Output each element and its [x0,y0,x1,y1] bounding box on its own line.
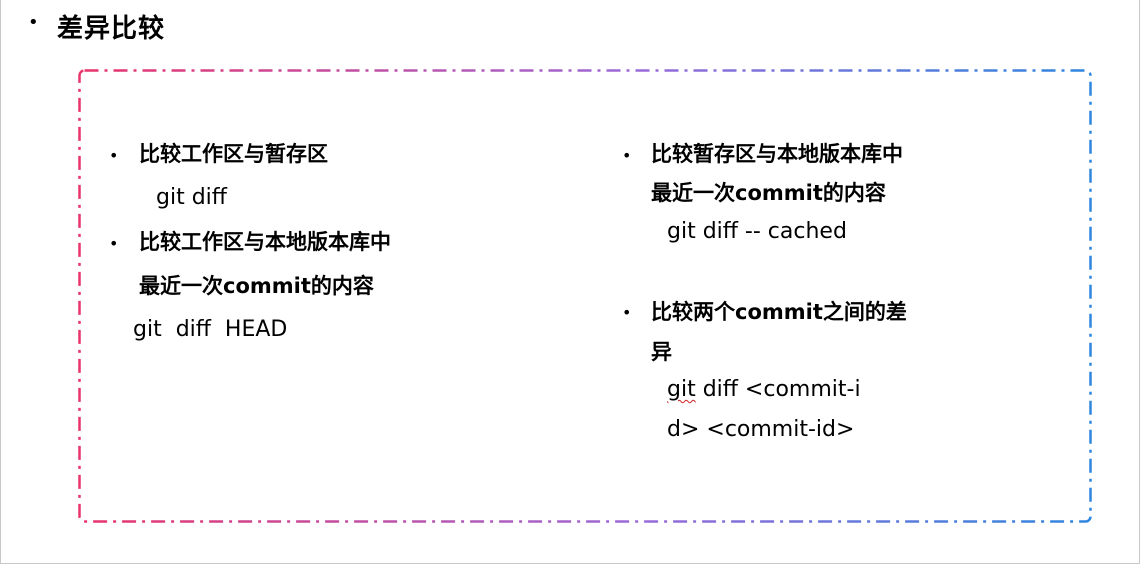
right-item2-command-line2: d> <commit-id> [667,417,855,442]
right-item1-heading-line2: 最近一次commit的内容 [651,181,886,205]
right-item1-command: git diff -- cached [667,219,847,244]
left-item2-command: git diff HEAD [133,317,288,342]
left-item1-heading: 比较工作区与暂存区 [139,142,328,166]
left-item1-bullet: • [109,146,119,165]
right-item2-heading-line2: 异 [651,340,672,364]
title-bullet: • [28,12,39,33]
right-item2-command-rest: diff <commit-i [695,377,861,402]
dash-dot-frame [78,69,1092,523]
right-item2-heading-line1: 比较两个commit之间的差 [651,300,907,324]
left-item2-heading-line2: 最近一次commit的内容 [139,274,374,298]
frame-border [78,69,1092,523]
spellcheck-word: git [667,377,696,402]
left-item2-heading-line1: 比较工作区与本地版本库中 [139,230,391,254]
right-item2-command-line1: git diff <commit-i [667,378,861,402]
page-title: 差异比较 [57,14,166,44]
right-item1-heading-line1: 比较暂存区与本地版本库中 [651,142,903,166]
right-item1-bullet: • [622,146,632,165]
left-item2-bullet: • [109,234,119,253]
right-item2-bullet: • [622,303,632,322]
left-item1-command: git diff [156,185,227,210]
